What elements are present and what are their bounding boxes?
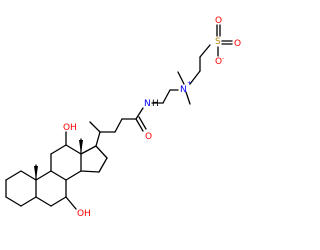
c12-hydroxyl-oxygen: O [63,123,70,133]
anion-charge: - [222,55,224,62]
stereo-bonds [34,121,100,180]
amide-hydrogen: H [152,99,159,109]
sulfonate-oxygen-bottom: O [215,57,222,67]
c7-hydroxyl-oxygen: O [77,209,84,219]
wedge-bond [79,140,83,154]
sulfonate-oxygen-right: O [234,39,241,49]
amide-nitrogen: N [144,99,151,109]
sulfonate-oxygen-top: O [215,16,222,26]
c7-hydroxyl-hydrogen: H [84,209,91,219]
molecule-redraw: S O O O - N + N H O O H O H [5,16,242,219]
atom-labels: S O O O - N + N H O O H O H [63,16,241,219]
skeleton-bonds [5,24,233,210]
cation-charge: + [187,80,192,87]
c12-hydroxyl-hydrogen: H [70,123,77,133]
wedge-bond [89,121,100,132]
wedge-bond [34,166,38,180]
ammonium-nitrogen: N [180,85,187,95]
sulfur-atom: S [215,37,221,47]
amide-oxygen: O [145,132,152,142]
